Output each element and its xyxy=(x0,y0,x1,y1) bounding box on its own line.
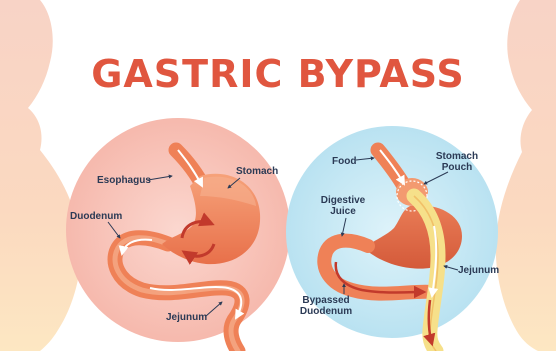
label-stomach-pouch-line1: Stomach xyxy=(434,151,480,162)
label-bypassed-duodenum-line2: Duodenum xyxy=(296,306,356,317)
label-jejunum-right: Jejunum xyxy=(458,265,499,276)
label-stomach: Stomach xyxy=(236,166,278,177)
page-title: GASTRIC BYPASS xyxy=(0,52,556,96)
label-stomach-pouch-line2: Pouch xyxy=(434,162,480,173)
label-duodenum: Duodenum xyxy=(70,211,122,222)
label-bypassed-duodenum: Bypassed Duodenum xyxy=(296,295,356,317)
label-food: Food xyxy=(332,156,356,167)
label-stomach-pouch: Stomach Pouch xyxy=(434,151,480,173)
label-jejunum-left: Jejunum xyxy=(166,312,207,323)
label-digestive-juice-line1: Digestive xyxy=(316,195,370,206)
label-digestive-juice: Digestive Juice xyxy=(316,195,370,217)
label-digestive-juice-line2: Juice xyxy=(316,206,370,217)
label-esophagus: Esophagus xyxy=(97,175,151,186)
label-bypassed-duodenum-line1: Bypassed xyxy=(296,295,356,306)
